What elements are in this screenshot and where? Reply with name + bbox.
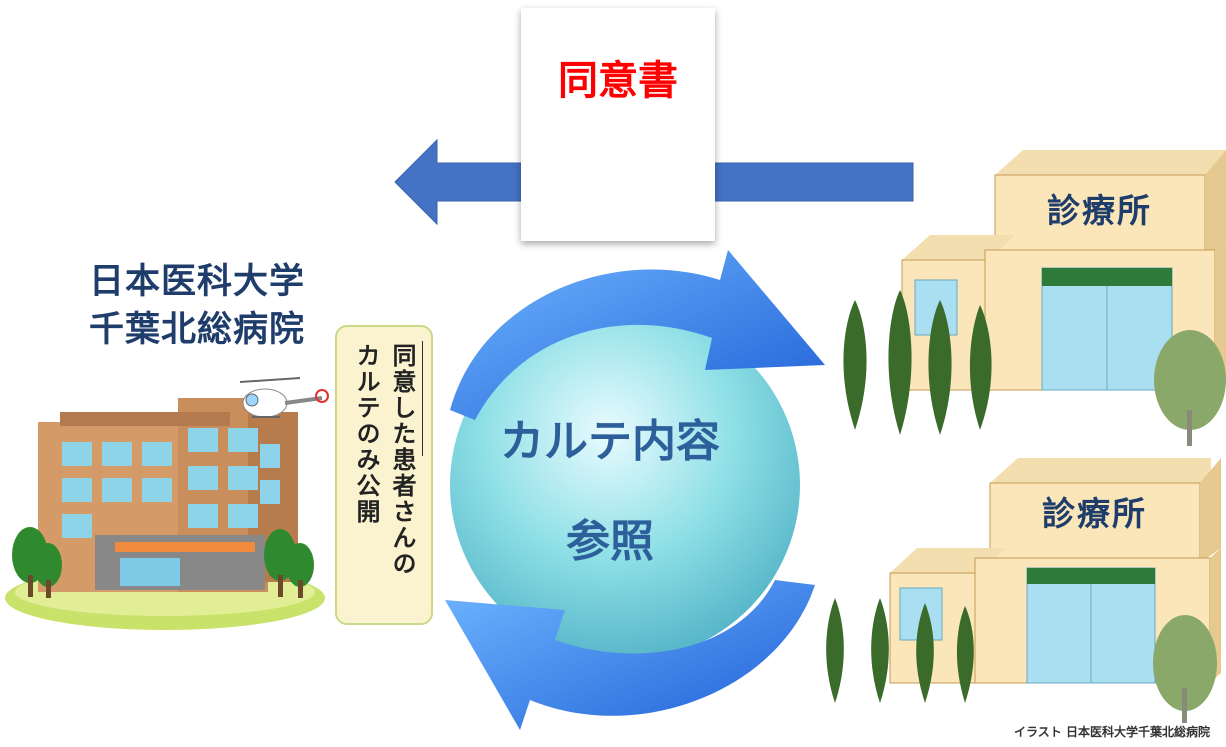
note-line1: 同意した患者さんの	[388, 343, 416, 577]
consent-note-box: 同意した患者さんの カルテのみ公開	[335, 325, 433, 625]
clinic-sign-1: 診療所	[1047, 191, 1152, 230]
hospital-name: 日本医科大学 千葉北総病院	[62, 258, 332, 354]
hospital-name-line1: 日本医科大学	[88, 262, 305, 302]
hospital-building-illustration	[5, 377, 329, 630]
consent-document: 同意書	[521, 8, 715, 241]
arrow-left-curve-icon	[445, 580, 815, 730]
clinic-building-illustration	[826, 458, 1221, 723]
center-sphere	[450, 310, 800, 660]
arrow-right-icon	[450, 250, 825, 420]
note-divider	[422, 341, 423, 456]
note-line2: カルテのみ公開	[352, 343, 380, 525]
illustration-credit: イラスト 日本医科大学千葉北総病院	[1014, 725, 1210, 739]
center-label-line2: 参照	[566, 516, 654, 567]
hospital-name-line2: 千葉北総病院	[88, 310, 305, 350]
helicopter-icon	[239, 377, 329, 418]
consent-title: 同意書	[558, 58, 678, 104]
center-label-line1: カルテ内容	[500, 416, 720, 467]
reference-cycle	[445, 250, 825, 730]
clinic-sign-2: 診療所	[1042, 494, 1147, 533]
clinic-building-illustration	[843, 150, 1226, 446]
